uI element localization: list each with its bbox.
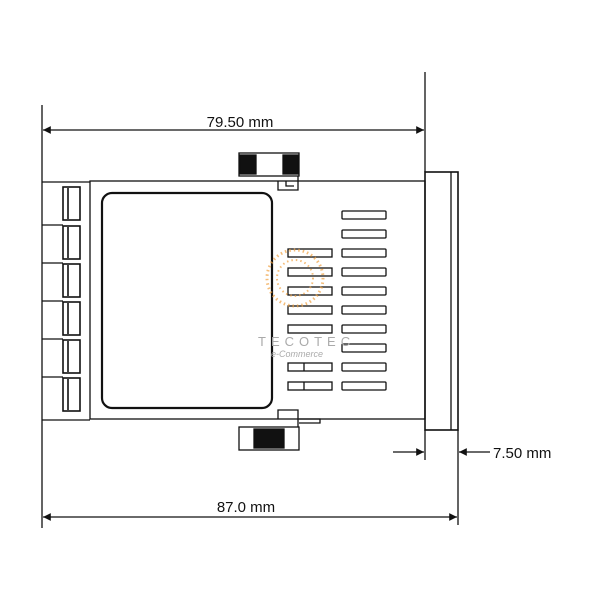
bottom-mounting-clip xyxy=(238,409,321,451)
dimension-label-bezel: 7.50 mm xyxy=(493,445,551,462)
front-bezel xyxy=(424,171,459,431)
terminal-block xyxy=(42,181,90,421)
dimension-label-top: 79.50 mm xyxy=(207,114,274,131)
watermark-logo xyxy=(265,248,325,308)
label-window xyxy=(100,191,274,410)
housing-body xyxy=(89,180,426,420)
watermark-tagline: e-Commerce xyxy=(271,349,323,359)
top-mounting-clip xyxy=(238,152,300,191)
vent-slots-left-column xyxy=(287,248,333,391)
vent-slots-right-column xyxy=(341,210,387,391)
watermark-brand: TECOTEC xyxy=(258,334,355,349)
dimension-label-bottom: 87.0 mm xyxy=(217,499,275,516)
